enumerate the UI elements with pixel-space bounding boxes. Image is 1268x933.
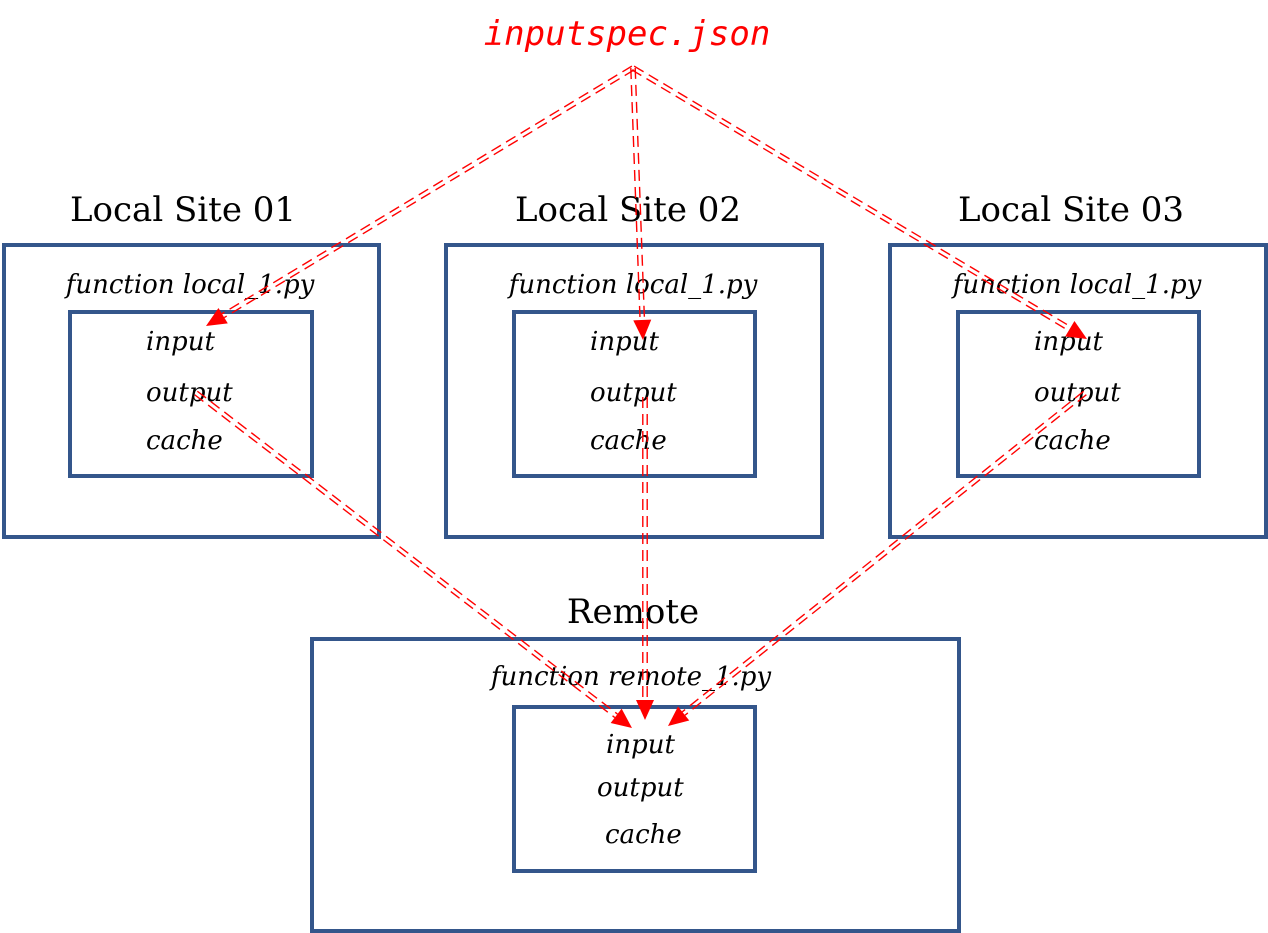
local-site-01-title: Local Site 01 bbox=[69, 190, 297, 230]
remote-function-label: function remote_1.py bbox=[490, 662, 772, 692]
local-site-03-input: input bbox=[1034, 327, 1103, 357]
local-site-03-cache: cache bbox=[1034, 426, 1111, 456]
local-site-03-output: output bbox=[1034, 378, 1121, 408]
local-site-01-cache: cache bbox=[146, 426, 223, 456]
remote-box bbox=[310, 637, 961, 933]
remote-function-box bbox=[512, 705, 757, 873]
local-site-01-output: output bbox=[146, 378, 233, 408]
remote-input: input bbox=[606, 730, 675, 760]
local-site-02-output: output bbox=[590, 378, 677, 408]
local-site-03-title: Local Site 03 bbox=[957, 190, 1185, 230]
local-site-03-function-label: function local_1.py bbox=[952, 270, 1202, 300]
local-site-02-input: input bbox=[590, 327, 659, 357]
local-site-02-cache: cache bbox=[590, 426, 667, 456]
local-site-01-input: input bbox=[146, 327, 215, 357]
remote-output: output bbox=[597, 773, 684, 803]
local-site-02-title: Local Site 02 bbox=[514, 190, 742, 230]
local-site-02-function-label: function local_1.py bbox=[508, 270, 758, 300]
remote-title: Remote bbox=[566, 592, 700, 632]
inputspec-label: inputspec.json bbox=[483, 14, 771, 54]
remote-cache: cache bbox=[605, 820, 682, 850]
local-site-01-function-label: function local_1.py bbox=[65, 270, 315, 300]
